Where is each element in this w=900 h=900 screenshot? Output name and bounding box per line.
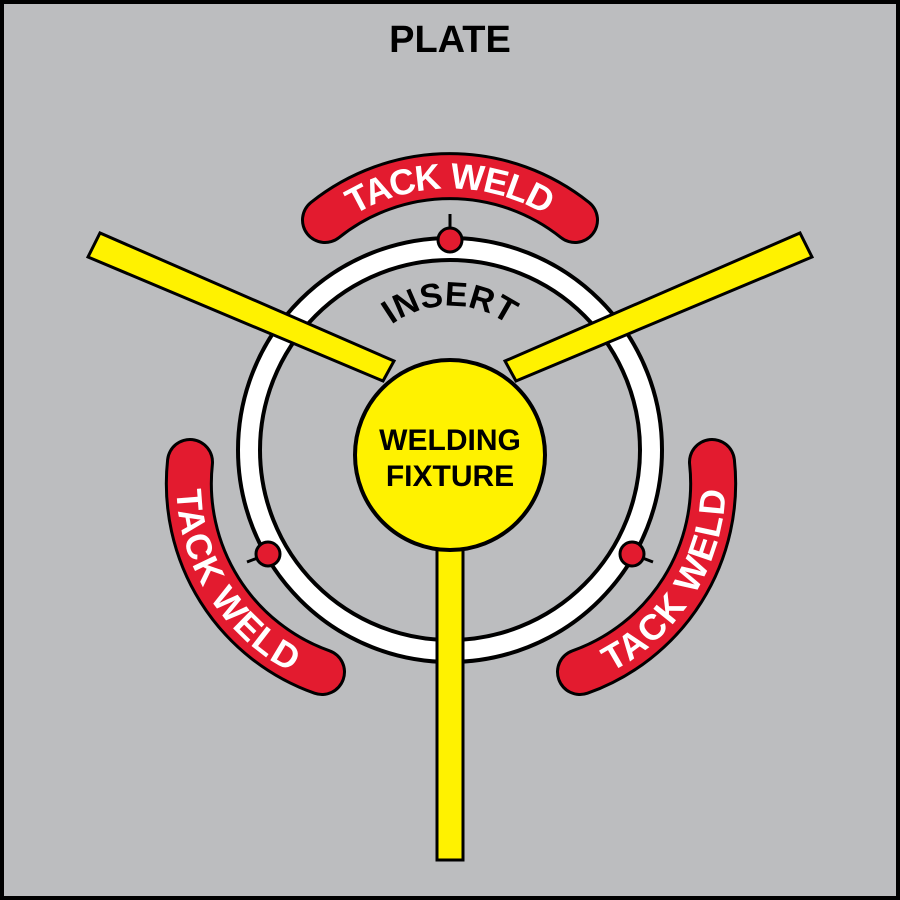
tack-weld-point-right bbox=[618, 540, 646, 568]
fixture-arm-bottom bbox=[435, 518, 465, 862]
fixture-arm-right bbox=[502, 231, 815, 383]
tack-weld-bands bbox=[164, 152, 738, 696]
fixture-arms bbox=[85, 231, 815, 862]
tack-weld-band-left-fill bbox=[167, 441, 343, 693]
fixture-arm-left bbox=[85, 231, 397, 383]
welding-fixture-hub bbox=[353, 358, 547, 552]
fixture-label-line2: FIXTURE bbox=[386, 460, 514, 493]
tack-weld-band-right-fill bbox=[559, 441, 735, 693]
tack-weld-point-left bbox=[254, 540, 282, 568]
tack-weld-points bbox=[254, 226, 646, 568]
tack-weld-point-top bbox=[436, 226, 464, 254]
fixture-label-line1: WELDING bbox=[379, 424, 521, 457]
plate-label: PLATE bbox=[389, 19, 511, 61]
tack-weld-band-top-fill bbox=[304, 155, 596, 241]
